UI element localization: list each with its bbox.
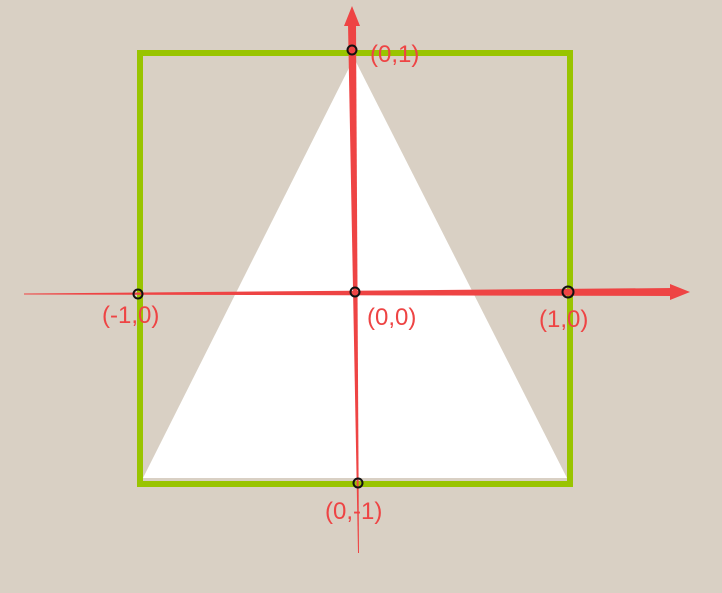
point-marker-right <box>561 285 575 299</box>
y-axis-arrowhead-icon <box>344 6 360 26</box>
label-origin: (0,0) <box>367 304 416 331</box>
point-marker-left <box>132 288 144 300</box>
point-marker-top <box>346 44 358 56</box>
x-axis-line <box>24 288 672 296</box>
x-axis-arrowhead-icon <box>670 284 690 300</box>
label-bottom: (0,-1) <box>325 498 382 525</box>
label-left: (-1,0) <box>102 302 159 329</box>
point-marker-bottom <box>352 477 364 489</box>
label-top: (0,1) <box>370 41 419 68</box>
label-right: (1,0) <box>539 306 588 333</box>
point-marker-origin <box>349 286 361 298</box>
